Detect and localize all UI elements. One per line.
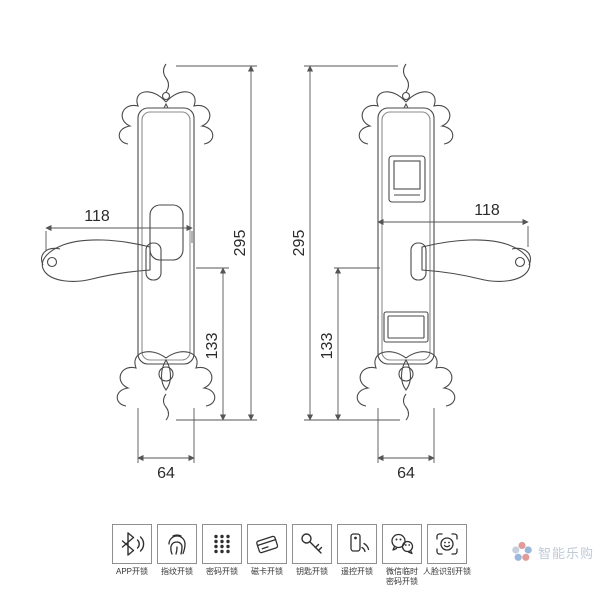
key-icon [292,524,332,564]
door-handle-left [41,239,162,282]
dim-label-64-left: 64 [157,465,175,482]
watermark-text: 智能乐购 [537,545,594,561]
feature-label: APP开锁 [115,567,148,576]
feature-label: 微信临时密码开锁 [386,567,418,586]
feature-label: 遥控开锁 [341,567,373,576]
feature-key-unlock: 钥匙开锁 [292,524,332,587]
lock-plate [377,107,435,365]
dim-label-118-left: 118 [84,208,110,225]
dim-right-center-to-bottom: 133 [319,267,380,421]
feature-fingerprint-unlock: 指纹开锁 [157,524,197,587]
door-handle-right [410,239,531,282]
key-cover-panel [383,311,429,343]
face-recognition-icon [427,524,467,564]
dim-right-plate-width: 64 [377,408,435,482]
feature-remote-unlock: 遥控开锁 [337,524,377,587]
bluetooth-signal-icon [112,524,152,564]
dim-left-plate-width: 64 [137,408,195,482]
dim-left-handle-length: 118 [45,208,193,251]
handle-collar [145,242,162,281]
feature-label: 人脸识别开锁 [423,567,471,576]
dim-label-295-left: 295 [232,230,249,257]
handle-mount-plate [149,204,184,261]
feature-icons-row: APP开锁 指纹开锁 密码开 [112,524,471,587]
watermark: 智能乐购 [510,540,594,564]
card-swipe-icon [247,524,287,564]
fingerprint-module [388,155,426,203]
feature-label: 指纹开锁 [161,567,193,576]
dim-right-handle-length: 118 [377,202,529,247]
feature-label: 磁卡开锁 [251,567,283,576]
dim-label-64-right: 64 [397,465,415,482]
handle-collar [410,242,427,281]
dim-label-133-right: 133 [319,333,336,360]
feature-face-recognition-unlock: 人脸识别开锁 [423,524,471,587]
feature-label: 钥匙开锁 [296,567,328,576]
dim-left-center-to-bottom: 133 [196,267,229,421]
feature-label: 密码开锁 [206,567,238,576]
feature-card-unlock: 磁卡开锁 [247,524,287,587]
dim-right-total-height: 295 [291,65,400,421]
feature-wechat-temp-password-unlock: 微信临时密码开锁 [382,524,422,587]
flower-logo-icon [512,541,532,561]
remote-control-icon [337,524,377,564]
dim-label-118-right: 118 [474,202,500,219]
wechat-icon [382,524,422,564]
dim-left-total-height: 295 [176,65,257,421]
lock-interior-view [41,63,216,421]
feature-app-unlock: APP开锁 [112,524,152,587]
dim-label-133-left: 133 [204,333,221,360]
lock-exterior-view [356,63,531,421]
feature-password-unlock: 密码开锁 [202,524,242,587]
fingerprint-icon [157,524,197,564]
dim-label-295-right: 295 [291,230,308,257]
lock-dimension-drawing: 118 295 133 64 [41,63,531,482]
lock-plate [137,107,195,365]
keypad-icon [202,524,242,564]
